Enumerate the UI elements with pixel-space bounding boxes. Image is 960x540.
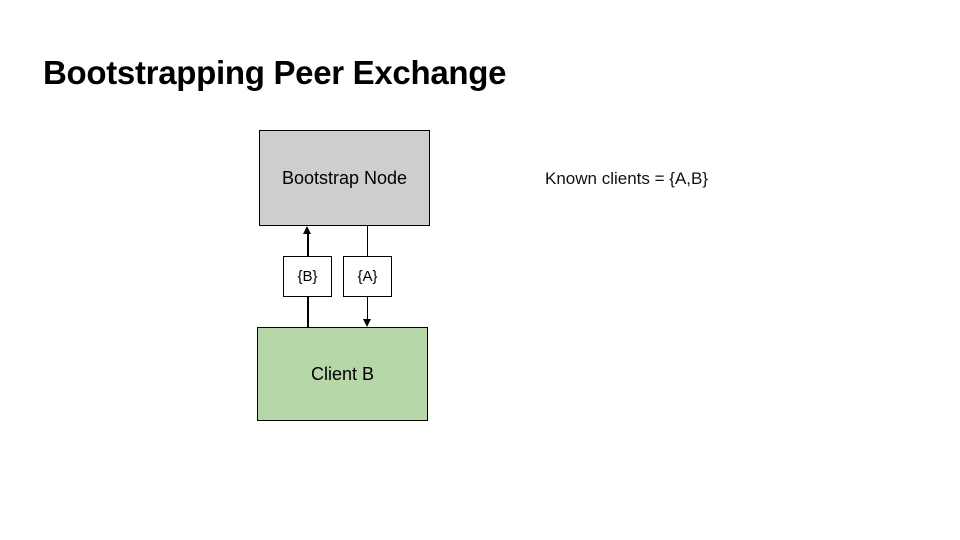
edge-label-b: {B}	[297, 268, 318, 285]
up-arrow-line-lower	[307, 297, 309, 327]
down-arrow-line-lower	[366, 297, 369, 321]
known-clients-text: Known clients = {A,B}	[545, 169, 709, 188]
slide-title: Bootstrapping Peer Exchange	[43, 54, 507, 91]
edge-label-b-box: {B}	[283, 256, 332, 297]
up-arrow-line-upper	[307, 232, 309, 256]
up-arrow-head	[303, 225, 312, 234]
edge-label-a: {A}	[357, 268, 378, 285]
client-b-node-box: Client B	[257, 327, 428, 421]
edge-label-a-box: {A}	[343, 256, 392, 297]
down-arrow-line-upper	[366, 226, 369, 256]
down-arrow-head	[363, 318, 371, 327]
client-b-node-label: Client B	[310, 363, 375, 384]
bootstrap-node-box: Bootstrap Node	[259, 130, 430, 226]
bootstrap-node-label: Bootstrap Node	[281, 167, 408, 188]
